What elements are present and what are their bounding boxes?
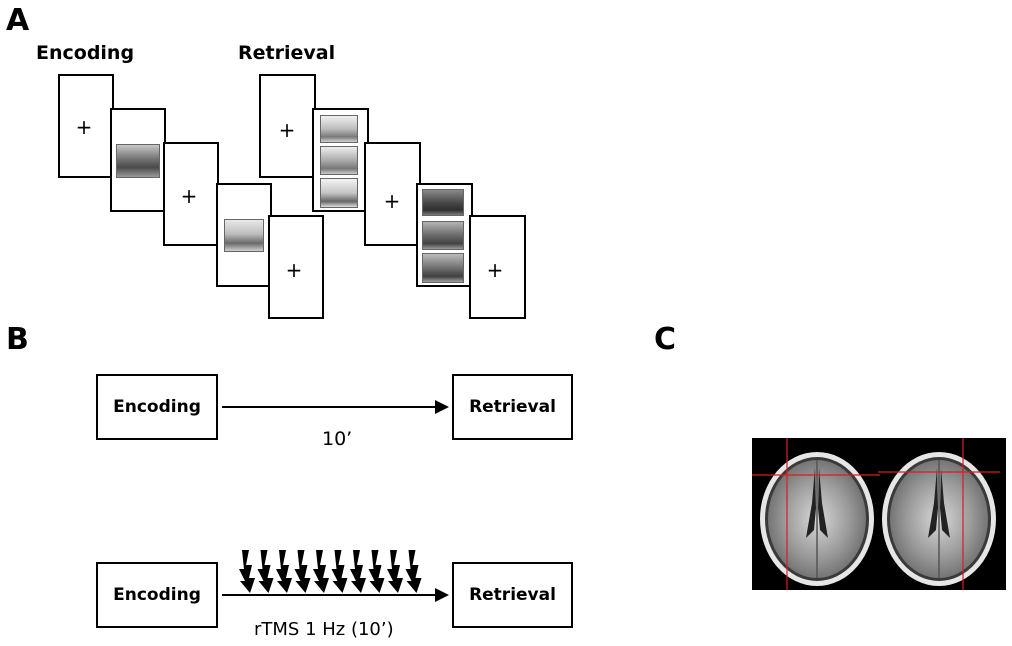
encoding-frame-2	[110, 108, 166, 212]
panel-c-label: C	[654, 322, 677, 357]
rtms-pulse-icon	[257, 550, 274, 593]
retrieval-heading: Retrieval	[238, 42, 336, 64]
panel-a-label: A	[6, 3, 30, 38]
retrieval-box: Retrieval	[452, 374, 573, 440]
delay-label: 10’	[322, 428, 353, 450]
encoding-frame-5: +	[268, 215, 324, 319]
rtms-pulse-icon	[405, 550, 422, 593]
rtms-pulse-icon	[239, 550, 255, 593]
fixation-cross: +	[486, 258, 504, 282]
fixation-cross: +	[180, 184, 198, 208]
building-image	[224, 219, 264, 252]
rtms-pulse-icon	[350, 550, 366, 593]
building-image	[422, 253, 464, 283]
encoding-box: Encoding	[96, 562, 218, 628]
fixation-cross: +	[75, 115, 93, 139]
building-image	[320, 146, 358, 175]
building-image	[320, 178, 358, 208]
retrieval-frame-3: +	[364, 142, 421, 246]
rtms-pulse-icon	[313, 550, 329, 593]
encoding-box: Encoding	[96, 374, 218, 440]
retrieval-frame-4	[416, 183, 473, 287]
rtms-pulse-icon	[387, 550, 403, 593]
encoding-heading: Encoding	[36, 42, 135, 64]
retrieval-frame-1: +	[259, 74, 316, 178]
building-image	[116, 144, 160, 178]
fixation-cross: +	[278, 118, 296, 142]
retrieval-frame-5: +	[469, 215, 526, 319]
rtms-pulse-icon	[331, 550, 348, 593]
retrieval-frame-2	[312, 108, 369, 212]
encoding-frame-4	[216, 183, 272, 287]
fixation-cross: +	[285, 258, 303, 282]
panel-b-label: B	[6, 322, 29, 357]
fixation-cross: +	[383, 189, 401, 213]
rtms-pulse-icon	[294, 550, 311, 593]
building-image	[320, 115, 358, 143]
rtms-pulse-icon	[368, 550, 385, 593]
retrieval-box: Retrieval	[452, 562, 573, 628]
building-image	[422, 189, 464, 216]
building-image	[422, 221, 464, 250]
rtms-pulse-icon	[276, 550, 292, 593]
brain-mri-image	[752, 438, 1006, 590]
rtms-label: rTMS 1 Hz (10’)	[254, 619, 394, 640]
